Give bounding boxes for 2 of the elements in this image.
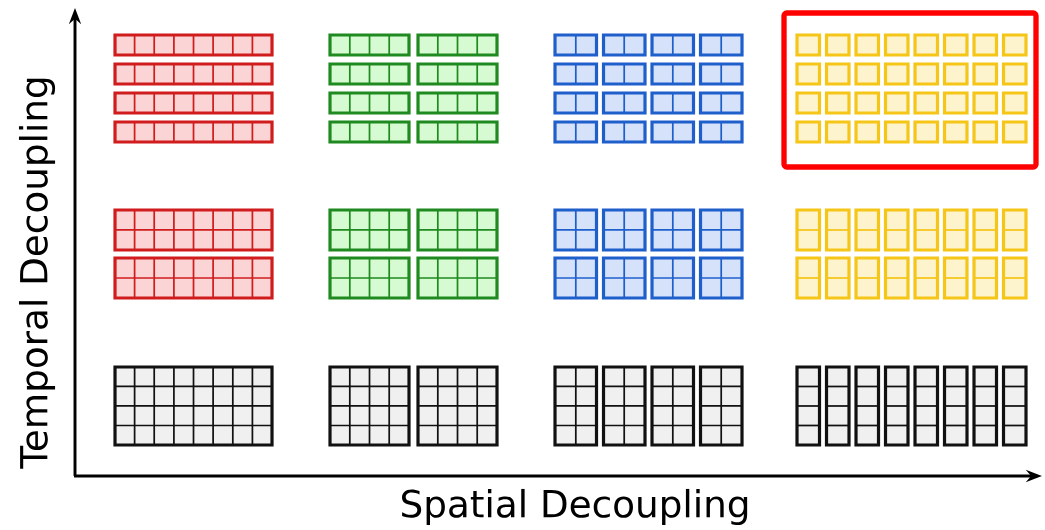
axis-title: Temporal Decoupling xyxy=(18,78,56,469)
axis-title: Spatial Decoupling xyxy=(402,488,748,526)
